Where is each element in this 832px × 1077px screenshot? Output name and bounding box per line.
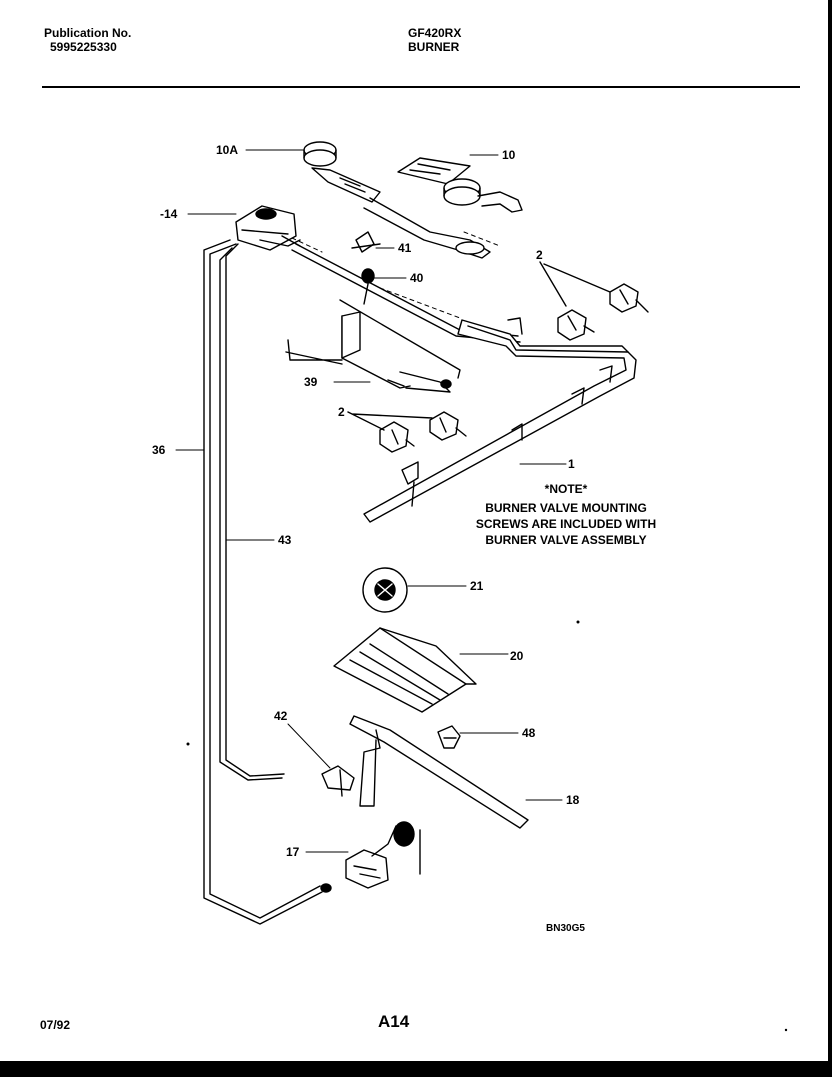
- part-21-cap: [362, 567, 408, 613]
- part-10-top-burner-right: [397, 157, 523, 213]
- drawing-code: BN30G5: [546, 923, 585, 934]
- part-2-valves-middle: [347, 411, 467, 453]
- callout-18: 18: [566, 793, 580, 807]
- note-title: *NOTE*: [545, 482, 588, 496]
- bottom-border: [0, 1061, 832, 1077]
- part-18-burner-tube: [349, 715, 529, 829]
- part-2-valves-upper: [539, 261, 649, 341]
- note-line-2: SCREWS ARE INCLUDED WITH: [476, 517, 656, 531]
- page-number: A14: [378, 1012, 410, 1031]
- part-20-baffle: [333, 627, 477, 713]
- part-1-manifold: [363, 317, 637, 523]
- callout-36: 36: [152, 443, 166, 457]
- callout-39: 39: [304, 375, 318, 389]
- footer-date: 07/92: [40, 1018, 71, 1032]
- part-43-tubing: [219, 243, 285, 781]
- callout-21: 21: [470, 579, 484, 593]
- callout-40: 40: [410, 271, 424, 285]
- right-border: [828, 0, 832, 1077]
- callout-48: 48: [522, 726, 536, 740]
- part-10a-top-burner-left: [303, 141, 491, 259]
- callout-10a: 10A: [216, 143, 238, 157]
- part-14-thermostat: [235, 205, 301, 251]
- part-17-oven-valve: [345, 821, 421, 889]
- publication-number: 5995225330: [50, 40, 117, 54]
- thermostat-capillary: [291, 243, 521, 389]
- note-line-3: BURNER VALVE ASSEMBLY: [485, 533, 646, 547]
- callout-43: 43: [278, 533, 292, 547]
- callout-10: 10: [502, 148, 516, 162]
- callout-42: 42: [274, 709, 288, 723]
- model-number: GF420RX: [408, 26, 462, 40]
- part-36-tubing: [203, 239, 332, 925]
- callout-14: -14: [160, 207, 178, 221]
- header-rule: [42, 86, 800, 88]
- section-title: BURNER: [408, 40, 460, 54]
- callout-2-upper: 2: [536, 248, 543, 262]
- part-42-bracket: [321, 765, 355, 797]
- callout-2-middle: 2: [338, 405, 345, 419]
- callout-17: 17: [286, 845, 300, 859]
- leader-lines: [175, 149, 567, 853]
- part-40-nut: [361, 268, 375, 305]
- part-39-bracket: [285, 311, 452, 393]
- callout-41: 41: [398, 241, 412, 255]
- part-48-clip: [437, 725, 461, 749]
- callout-20: 20: [510, 649, 524, 663]
- part-41-clip: [351, 231, 381, 253]
- callout-1: 1: [568, 457, 575, 471]
- note-line-1: BURNER VALVE MOUNTING: [485, 501, 647, 515]
- publication-label: Publication No.: [44, 26, 132, 40]
